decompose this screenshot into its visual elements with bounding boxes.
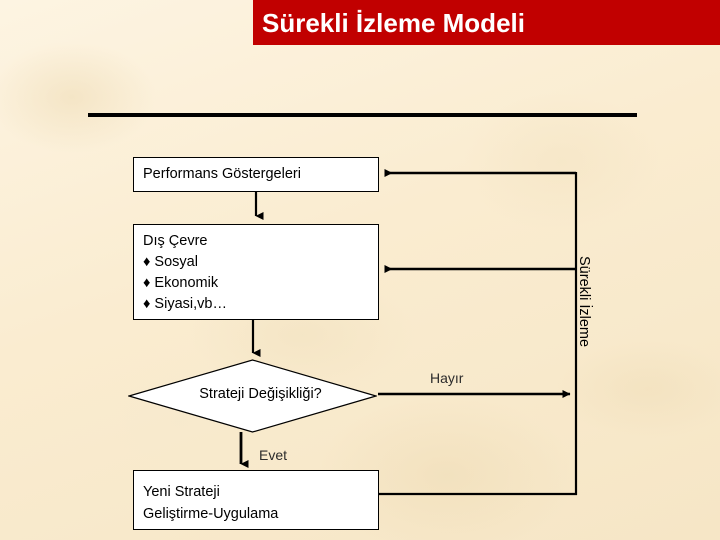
node-strategy-change-decision-label: Strateji Değişikliği? <box>199 386 322 402</box>
page-title: Sürekli İzleme Modeli <box>262 8 525 38</box>
header-divider-rule <box>88 113 637 117</box>
node-performance-indicators[interactable]: Performans Göstergeleri <box>133 157 379 192</box>
node-strategy-change-decision[interactable]: Strateji Değişikliği? <box>128 359 377 433</box>
node-external-environment-bullet-political: ♦ Siyasi,vb… <box>143 296 227 312</box>
title-banner <box>253 0 720 45</box>
node-external-environment-heading: Dış Çevre <box>143 233 208 249</box>
node-new-strategy[interactable]: Yeni Strateji Geliştirme-Uygulama <box>133 470 379 530</box>
side-label-continuous-monitoring: Sürekli İzleme <box>576 256 592 348</box>
node-external-environment-bullet-social: ♦ Sosyal <box>143 254 198 270</box>
node-external-environment-bullet-economic: ♦ Ekonomik <box>143 275 219 291</box>
edge-label-yes: Evet <box>259 447 288 463</box>
edge-label-no: Hayır <box>430 370 464 386</box>
node-performance-indicators-label: Performans Göstergeleri <box>143 166 301 182</box>
decision-diamond-shape <box>128 359 377 433</box>
node-external-environment[interactable]: Dış Çevre ♦ Sosyal ♦ Ekonomik ♦ Siyasi,v… <box>133 224 379 320</box>
node-new-strategy-line-2: Geliştirme-Uygulama <box>143 506 279 522</box>
node-new-strategy-line-1: Yeni Strateji <box>143 484 220 500</box>
